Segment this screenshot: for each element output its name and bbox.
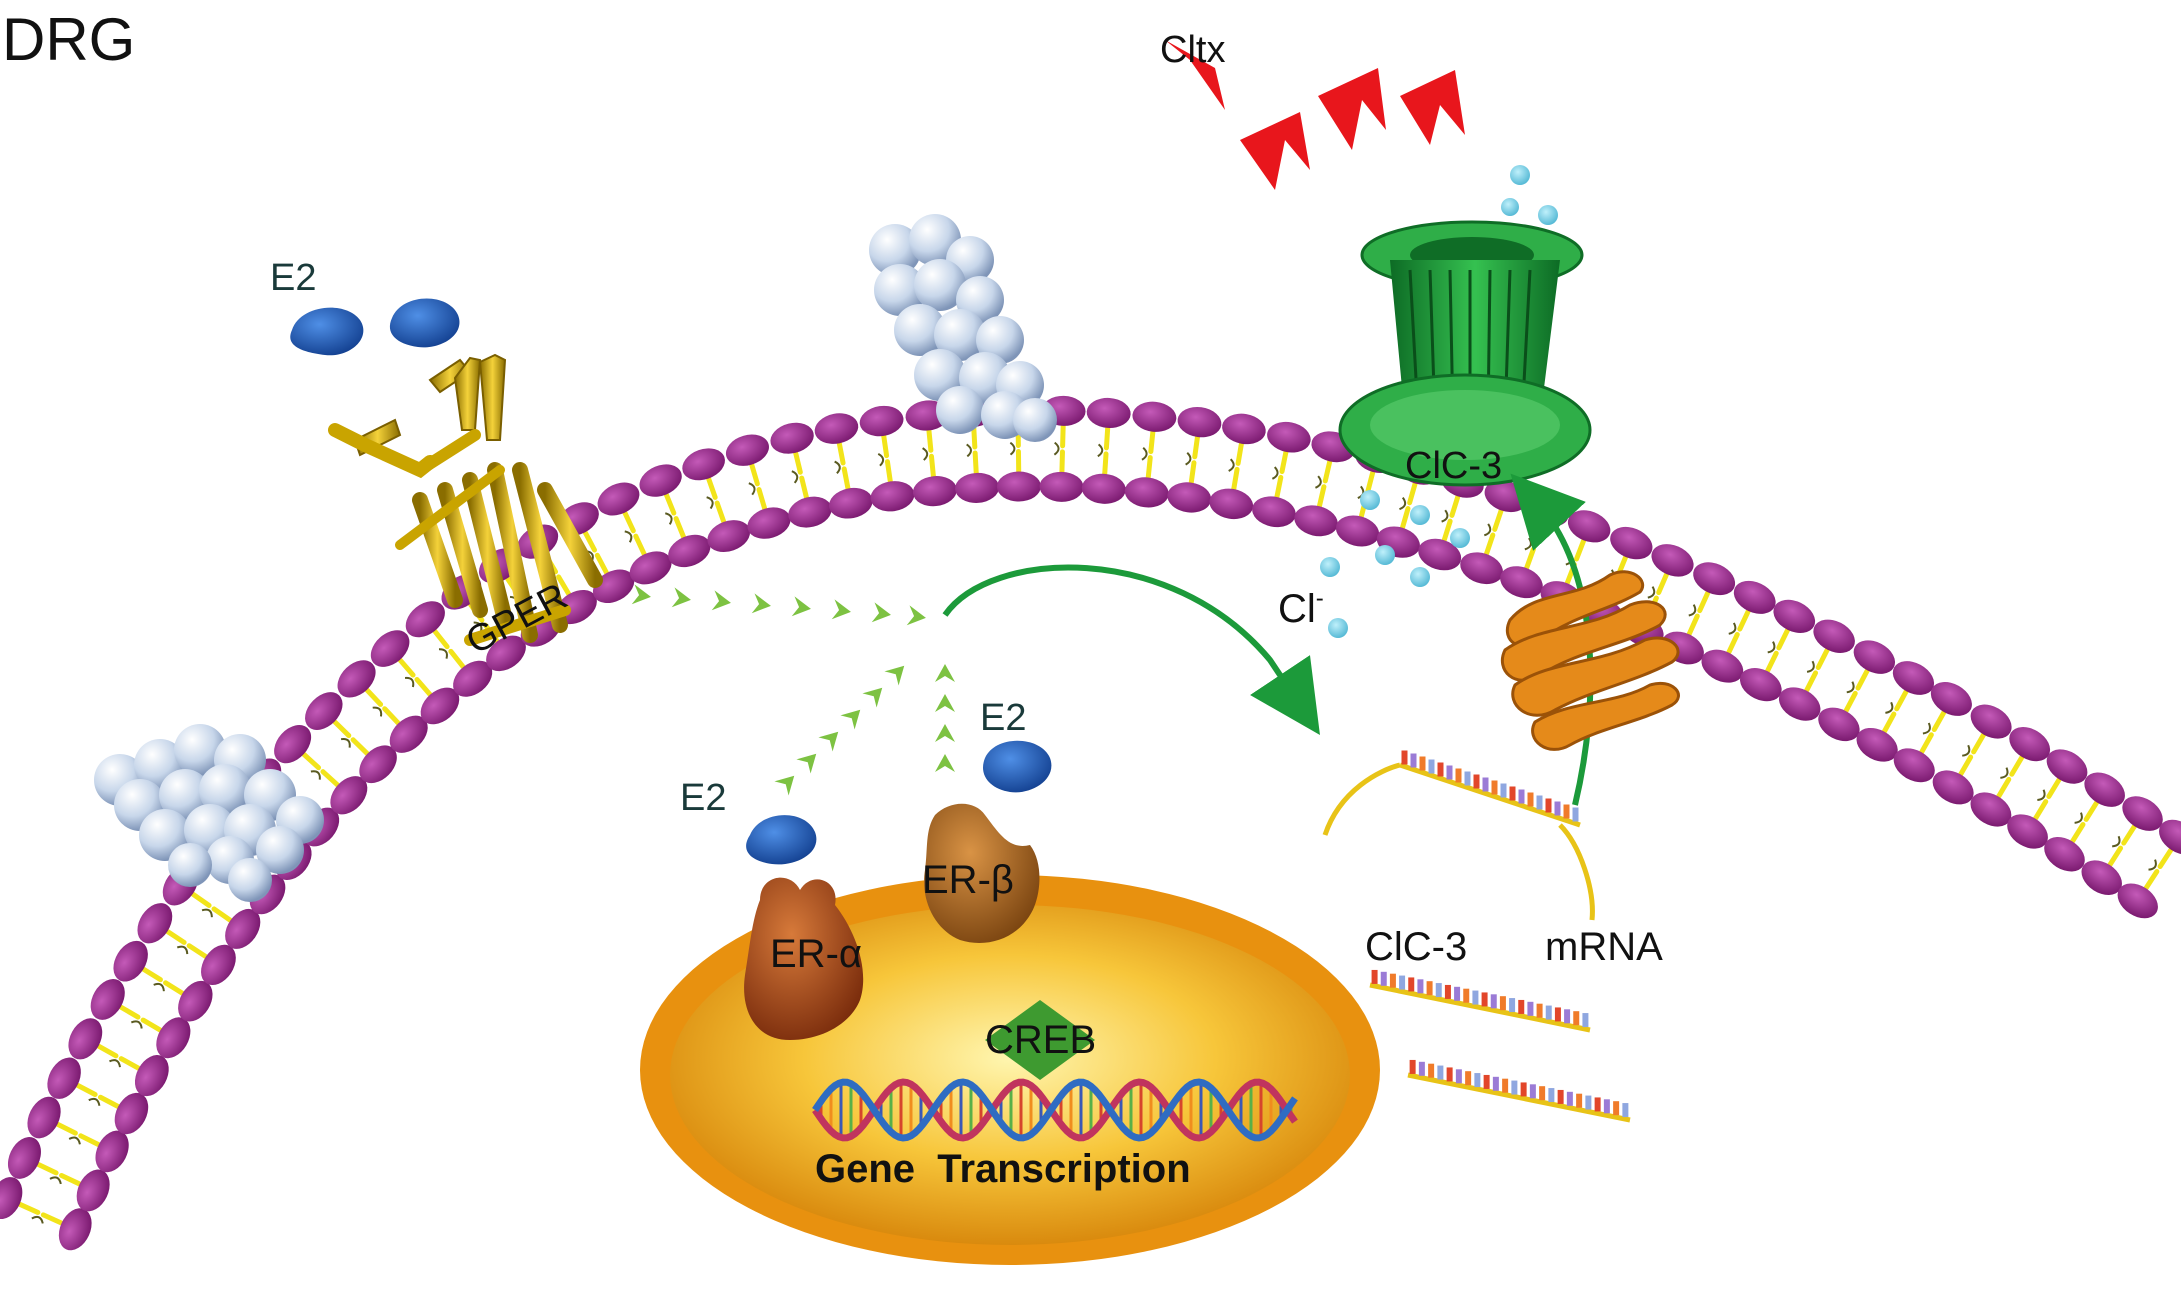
chloride-ions — [1320, 165, 1558, 638]
channel-label: ClC-3 — [1405, 445, 1502, 487]
dna-helix — [812, 1078, 1298, 1142]
er-alpha-label: ER-α — [770, 932, 862, 976]
chloride-label: Cl- — [1278, 585, 1324, 631]
membrane-protein-cluster-left — [94, 724, 324, 902]
panel-label: DRG — [2, 6, 135, 73]
e2-beta-label: E2 — [980, 697, 1026, 739]
mrna-gene-label: ClC-3 — [1365, 925, 1467, 969]
creb-protein — [985, 1000, 1095, 1080]
e2-alpha-label: E2 — [680, 777, 726, 819]
e2-outside-label: E2 — [270, 257, 316, 299]
creb-label: CREB — [985, 1018, 1096, 1062]
membrane-protein-cluster-top — [869, 214, 1057, 442]
golgi-apparatus — [1501, 570, 1680, 751]
chlorotoxin-wedges — [1165, 40, 1465, 190]
transcription-label: Gene Transcription — [815, 1147, 1191, 1191]
er-beta-receptor — [924, 803, 1040, 943]
er-beta-label: ER-β — [922, 858, 1014, 902]
signal-chevrons — [631, 584, 955, 796]
mrna-label: mRNA — [1545, 925, 1663, 969]
gper-receptor — [328, 353, 603, 646]
er-alpha-receptor — [744, 877, 864, 1040]
estradiol-molecules — [290, 298, 1052, 865]
mrna-strands — [1322, 750, 1631, 1123]
toxin-label: Cltx — [1160, 29, 1225, 71]
clc3-channel — [1338, 220, 1592, 487]
